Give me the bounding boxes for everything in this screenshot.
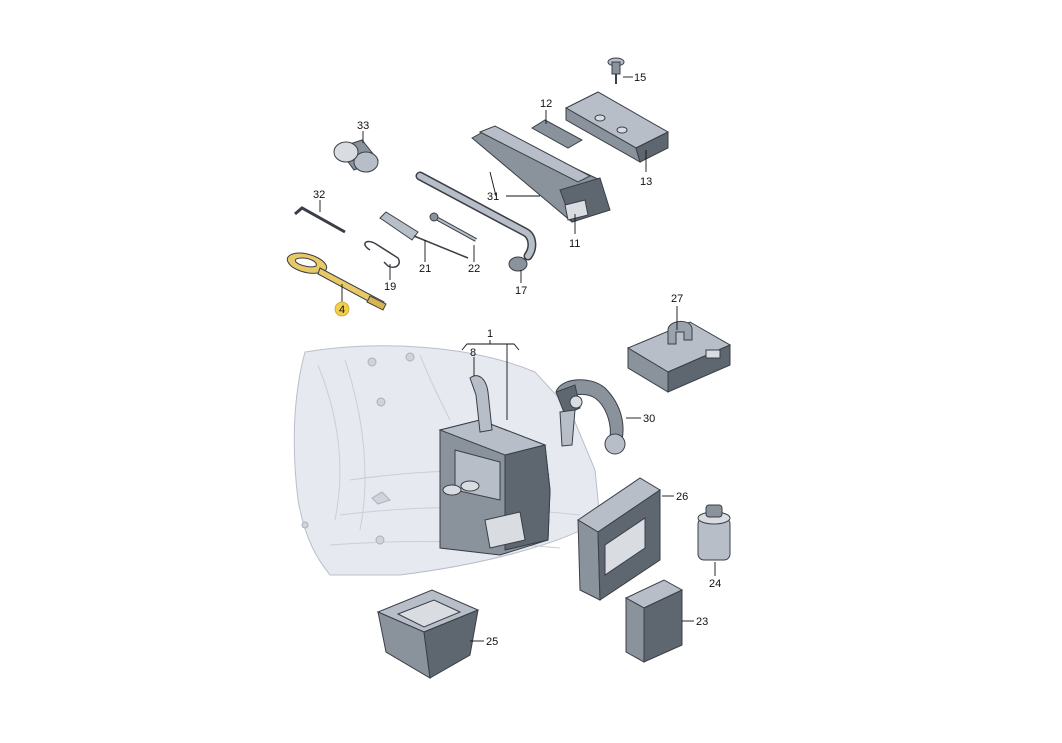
tool-case [626, 321, 732, 393]
screwdriver [379, 211, 469, 259]
foam-insert-frame [577, 477, 661, 601]
part-labels: 15 12 33 13 31 32 11 21 22 19 17 4 27 1 … [313, 72, 721, 648]
storage-tray [376, 589, 480, 679]
car-jack [471, 125, 611, 223]
part-label-4: 4 [339, 304, 345, 316]
part-label-30: 30 [643, 413, 655, 425]
tow-hook [555, 379, 626, 455]
socket-adapter [333, 139, 379, 173]
towing-eye-thread [366, 295, 387, 311]
foam-tool-tray [438, 375, 551, 556]
tool-tray-cover [564, 91, 670, 164]
wheel-brace [415, 171, 537, 272]
wire-clip [364, 240, 400, 269]
part-label-19: 19 [384, 281, 396, 293]
part-label-33: 33 [357, 120, 369, 132]
part-label-22: 22 [468, 263, 480, 275]
part-label-32: 32 [313, 189, 325, 201]
part-label-21: 21 [419, 263, 431, 275]
foam-block [624, 579, 684, 663]
part-label-26: 26 [676, 491, 688, 503]
part-label-17: 17 [515, 285, 527, 297]
sealant-bottle [697, 504, 731, 561]
towing-eye-ring [286, 252, 328, 274]
part-label-12: 12 [540, 98, 552, 110]
part-label-1: 1 [487, 328, 493, 340]
part-label-31: 31 [487, 191, 499, 203]
hex-key [294, 206, 346, 234]
part-label-24: 24 [709, 578, 721, 590]
rubber-pad [531, 119, 584, 149]
part-label-13: 13 [640, 176, 652, 188]
highlight-badge [334, 301, 350, 317]
part-label-8: 8 [470, 347, 476, 359]
towing-eye-highlighted [286, 252, 387, 311]
part-label-25: 25 [486, 636, 498, 648]
part-label-27: 27 [671, 293, 683, 305]
part-label-15: 15 [634, 72, 646, 84]
spanner [429, 212, 477, 242]
part-label-23: 23 [696, 616, 708, 628]
part-label-11: 11 [569, 238, 580, 250]
leader-lines [319, 76, 716, 642]
securing-bolt [607, 57, 625, 84]
